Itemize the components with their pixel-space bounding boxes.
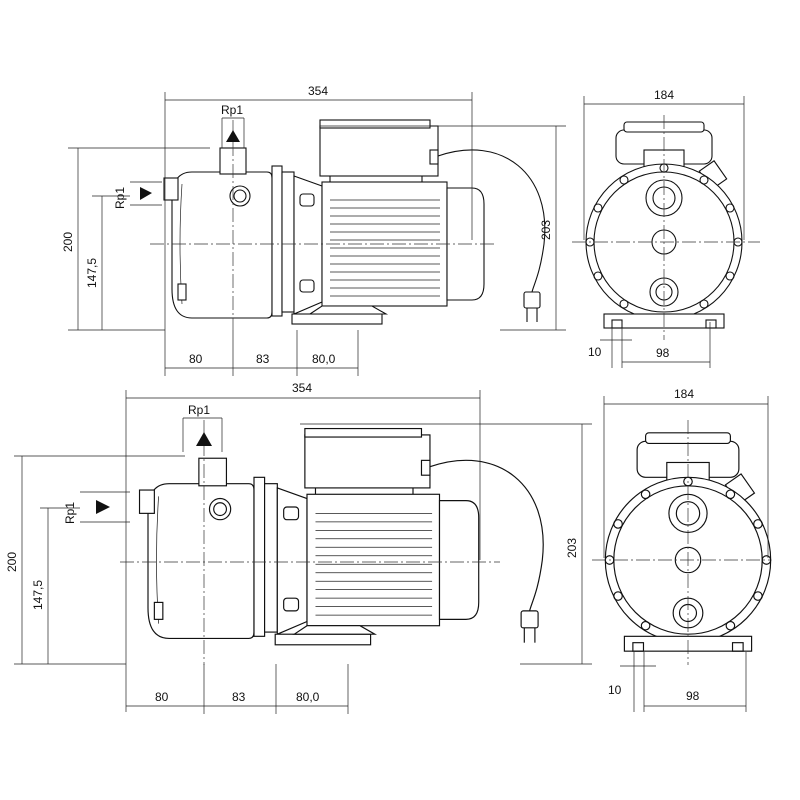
lower-dim-height-motor: 203 xyxy=(300,423,592,665)
upper-height-inlet-label: 147,5 xyxy=(85,258,99,288)
upper-foot-width-label: 98 xyxy=(656,346,670,360)
upper-dim-foot: 10 98 xyxy=(588,322,711,368)
upper-dim-bottom-segments: 80 83 80,0 xyxy=(164,330,359,376)
lower-side-inlet-label: Rp1 xyxy=(63,502,77,524)
lower-dim-total-length: 354 xyxy=(125,381,481,712)
lower-side-inlet-callout: Rp1 xyxy=(63,491,130,524)
lower-foot-offset-label: 10 xyxy=(608,683,622,697)
upper-seg3-label: 80,0 xyxy=(312,352,336,366)
lower-length-label: 354 xyxy=(292,381,312,395)
upper-dim-width: 184 xyxy=(583,88,745,240)
lower-dim-width: 184 xyxy=(603,387,769,558)
upper-height-motor-label: 203 xyxy=(539,220,553,240)
lower-dim-height-total: 200 xyxy=(5,455,185,665)
upper-seg1-label: 80 xyxy=(189,352,203,366)
lower-dim-foot: 10 98 xyxy=(608,652,747,712)
upper-height-total-label: 200 xyxy=(61,232,75,252)
lower-width-label: 184 xyxy=(674,387,694,401)
upper-side-view xyxy=(163,119,546,325)
upper-seg2-label: 83 xyxy=(256,352,270,366)
lower-top-inlet-label: Rp1 xyxy=(188,403,210,417)
upper-top-inlet-callout: Rp1 xyxy=(221,103,245,148)
upper-side-inlet-callout: Rp1 xyxy=(113,181,162,209)
lower-foot-width-label: 98 xyxy=(686,689,700,703)
lower-dim-bottom-segments: 80 83 80,0 xyxy=(126,664,349,714)
upper-length-label: 354 xyxy=(308,84,328,98)
upper-dim-height-total: 200 xyxy=(61,147,210,331)
lower-height-total-label: 200 xyxy=(5,552,19,572)
lower-dim-height-inlet: 147,5 xyxy=(31,507,80,664)
lower-side-view xyxy=(138,427,544,646)
upper-top-inlet-label: Rp1 xyxy=(221,103,243,117)
upper-dim-height-inlet: 147,5 xyxy=(85,195,130,330)
upper-width-label: 184 xyxy=(654,88,674,102)
lower-seg2-label: 83 xyxy=(232,690,246,704)
lower-seg1-label: 80 xyxy=(155,690,169,704)
upper-dim-total-length: 354 xyxy=(164,84,473,330)
upper-side-inlet-label: Rp1 xyxy=(113,187,127,209)
lower-height-inlet-label: 147,5 xyxy=(31,580,45,610)
lower-top-inlet-callout: Rp1 xyxy=(182,403,223,452)
lower-height-motor-label: 203 xyxy=(565,538,579,558)
upper-foot-offset-label: 10 xyxy=(588,345,602,359)
upper-dim-height-motor: 203 xyxy=(320,125,566,331)
lower-seg3-label: 80,0 xyxy=(296,690,320,704)
